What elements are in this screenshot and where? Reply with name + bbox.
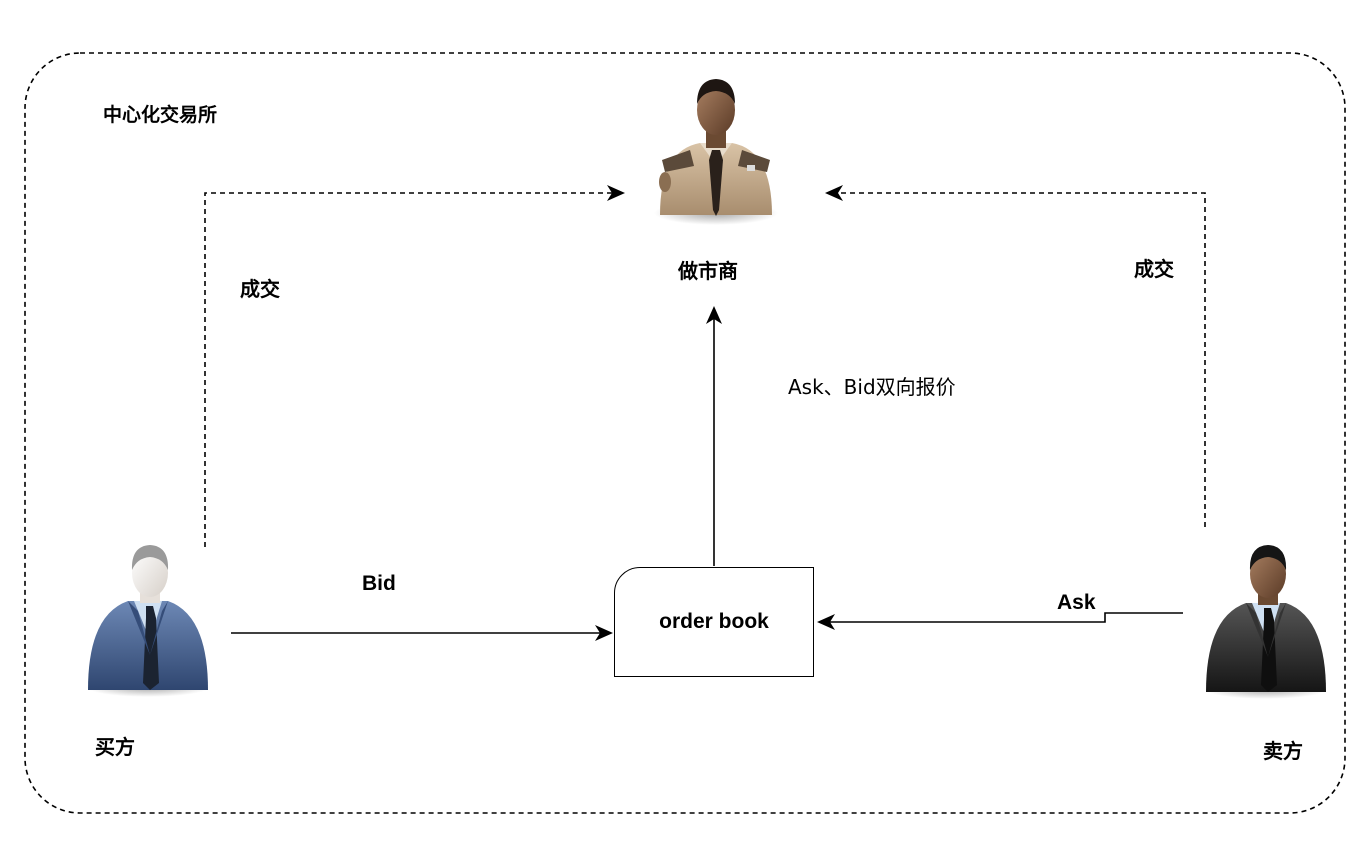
- security-guard-avatar-icon: [654, 79, 778, 225]
- ask-arrowhead: [817, 614, 835, 630]
- seller-deal-label: 成交: [1134, 257, 1174, 281]
- exchange-boundary: [24, 52, 1346, 814]
- buyer-deal-connector: [204, 192, 615, 547]
- order-book-label: order book: [659, 610, 769, 633]
- seller-deal-connector: [835, 192, 1206, 527]
- quote-arrowhead: [706, 306, 722, 324]
- exchange-title: 中心化交易所: [103, 104, 218, 126]
- seller-label: 卖方: [1263, 739, 1303, 763]
- bid-edge-label: Bid: [362, 572, 396, 595]
- market-maker-label: 做市商: [678, 259, 738, 283]
- buyer-deal-arrowhead: [607, 185, 625, 201]
- quote-edge-label: Ask、Bid双向报价: [788, 375, 956, 399]
- ask-edge-label: Ask: [1057, 591, 1096, 614]
- businessman-blue-suit-avatar-icon: [86, 545, 210, 697]
- businessman-black-suit-avatar-icon: [1204, 545, 1328, 699]
- buyer-label: 买方: [95, 735, 135, 759]
- bid-arrowhead: [595, 625, 613, 641]
- order-book-box: order book: [614, 567, 814, 677]
- buyer-deal-label: 成交: [240, 277, 280, 301]
- ask-connector: [828, 612, 1183, 623]
- seller-deal-arrowhead: [825, 185, 843, 201]
